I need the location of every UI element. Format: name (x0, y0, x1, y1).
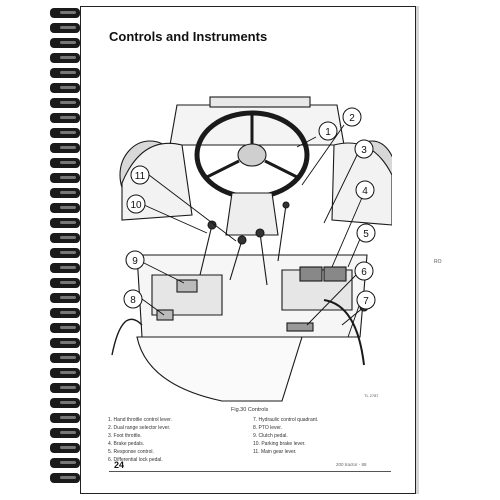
callout-4: 4 (362, 186, 368, 197)
legend-item: 9. Clutch pedal. (253, 433, 288, 439)
callout-11: 11 (135, 171, 146, 182)
legend-list: 1. Hand throttle control lever. 2. Dual … (108, 416, 398, 464)
figure-code: TL 2787 (364, 393, 379, 398)
legend-item: 11. Main gear lever. (253, 449, 297, 455)
callout-6: 6 (361, 267, 367, 278)
callout-7: 7 (363, 296, 369, 307)
controls-figure: 1 2 3 4 5 6 7 8 9 10 11 TL 2787 (111, 96, 392, 402)
page-reference: 200 tractor - 88 (336, 462, 367, 467)
legend-column-right: 7. Hydraulic control quadrant. 8. PTO le… (253, 416, 398, 464)
legend-column-left: 1. Hand throttle control lever. 2. Dual … (108, 416, 253, 464)
legend-item: 7. Hydraulic control quadrant. (253, 417, 319, 423)
page-edge-shadow (416, 6, 419, 494)
legend-item: 6. Differential lock pedal. (108, 457, 163, 463)
callout-9: 9 (132, 256, 138, 267)
legend-item: 5. Response control. (108, 449, 154, 455)
legend-item: 3. Foot throttle. (108, 433, 142, 439)
callout-10: 10 (130, 200, 142, 211)
legend-item: 10. Parking brake lever. (253, 441, 306, 447)
page-number: 24 (114, 460, 125, 470)
callout-8: 8 (130, 295, 136, 306)
callout-5: 5 (363, 229, 369, 240)
callout-3: 3 (361, 145, 367, 156)
legend-item: 8. PTO lever. (253, 425, 283, 431)
footer-divider (109, 471, 391, 472)
figure-caption: Fig.30 Controls (231, 407, 269, 413)
manual-page: Controls and Instruments (80, 6, 416, 494)
callout-2: 2 (349, 113, 355, 124)
page-title: Controls and Instruments (109, 29, 268, 44)
legend-item: 4. Brake pedals. (108, 441, 145, 447)
legend-item: 2. Dual range selector lever. (108, 425, 171, 431)
side-mark: RO (434, 259, 442, 265)
spiral-binding (50, 0, 84, 500)
callout-1: 1 (325, 127, 331, 138)
legend-item: 1. Hand throttle control lever. (108, 417, 172, 423)
